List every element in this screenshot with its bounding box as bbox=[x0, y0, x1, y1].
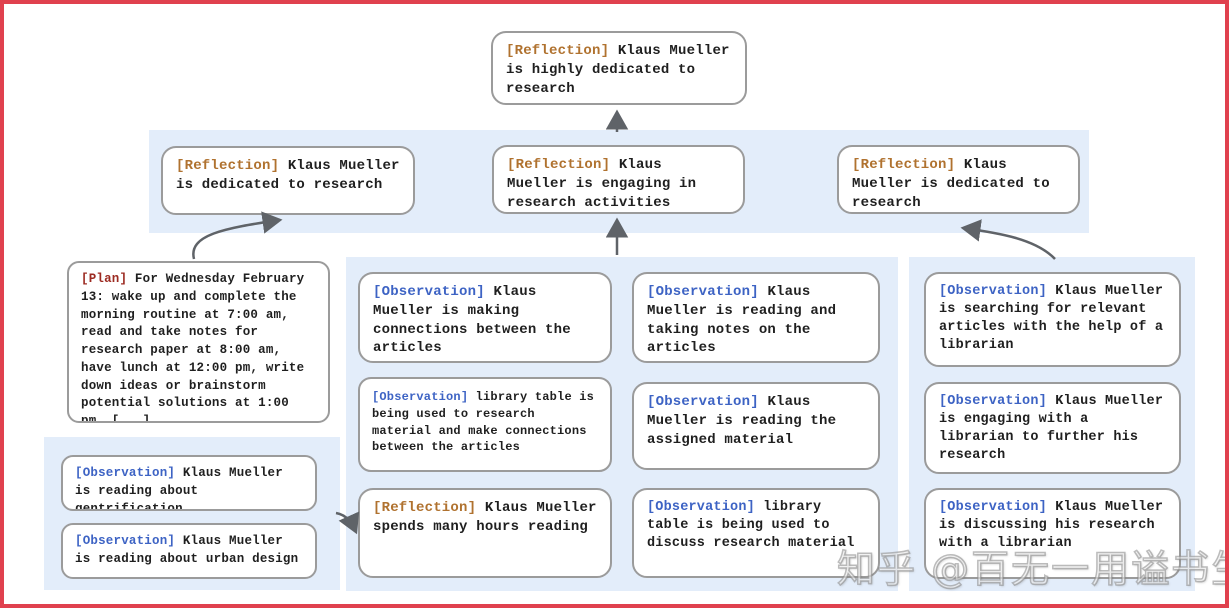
node-text: Klaus Mueller spends many hours reading bbox=[373, 500, 597, 535]
node-plan: [Plan] For Wednesday February 13: wake u… bbox=[67, 261, 330, 423]
node-obs-searching-articles: [Observation] Klaus Mueller is searching… bbox=[924, 272, 1181, 367]
node-text: Klaus Mueller is engaging with a librari… bbox=[939, 394, 1164, 464]
node-text: Klaus Mueller is making connections betw… bbox=[373, 284, 571, 357]
node-text: Klaus Mueller is engaging in research ac… bbox=[507, 157, 697, 211]
node-text: For Wednesday February 13: wake up and c… bbox=[81, 272, 305, 423]
node-obs-discussing-librarian: [Observation] Klaus Mueller is discussin… bbox=[924, 488, 1181, 579]
plan-tag: [Plan] bbox=[81, 272, 128, 286]
node-text: Klaus Mueller is highly dedicated to res… bbox=[506, 43, 730, 97]
node-obs-assigned-material: [Observation] Klaus Mueller is reading t… bbox=[632, 382, 880, 470]
observation-tag: [Observation] bbox=[647, 394, 759, 410]
node-reflection-engaging: [Reflection] Klaus Mueller is engaging i… bbox=[492, 145, 745, 214]
node-obs-library-discuss: [Observation] library table is being use… bbox=[632, 488, 880, 578]
node-obs-gentrification: [Observation] Klaus Mueller is reading a… bbox=[61, 455, 317, 511]
node-text: Klaus Mueller is searching for relevant … bbox=[939, 284, 1164, 354]
node-text: Klaus Mueller is reading about gentrific… bbox=[75, 466, 283, 511]
node-reflection-dedicated-right: [Reflection] Klaus Mueller is dedicated … bbox=[837, 145, 1080, 214]
node-text: Klaus Mueller is reading and taking note… bbox=[647, 284, 837, 357]
node-text: Klaus Mueller is reading the assigned ma… bbox=[647, 394, 837, 448]
node-text: Klaus Mueller is reading about urban des… bbox=[75, 534, 299, 566]
observation-tag: [Observation] bbox=[75, 466, 176, 480]
node-text: Klaus Mueller is dedicated to research bbox=[852, 157, 1050, 211]
node-obs-engaging-librarian: [Observation] Klaus Mueller is engaging … bbox=[924, 382, 1181, 474]
watermark: 知乎 @百无一用谥书生 bbox=[836, 546, 1229, 592]
node-text: Klaus Mueller is discussing his research… bbox=[939, 500, 1164, 552]
node-reflection-spends-hours: [Reflection] Klaus Mueller spends many h… bbox=[358, 488, 612, 578]
observation-tag: [Observation] bbox=[939, 500, 1047, 515]
node-reflection-top: [Reflection] Klaus Mueller is highly ded… bbox=[491, 31, 747, 105]
reflection-tag: [Reflection] bbox=[507, 157, 611, 173]
node-obs-connections: [Observation] Klaus Mueller is making co… bbox=[358, 272, 612, 363]
reflection-tag: [Reflection] bbox=[176, 158, 280, 174]
observation-tag: [Observation] bbox=[372, 390, 469, 404]
node-obs-taking-notes: [Observation] Klaus Mueller is reading a… bbox=[632, 272, 880, 363]
observation-tag: [Observation] bbox=[939, 284, 1047, 299]
node-obs-urban-design: [Observation] Klaus Mueller is reading a… bbox=[61, 523, 317, 579]
node-reflection-dedicated-left: [Reflection] Klaus Mueller is dedicated … bbox=[161, 146, 415, 215]
observation-tag: [Observation] bbox=[939, 394, 1047, 409]
observation-tag: [Observation] bbox=[373, 284, 485, 300]
reflection-tag: [Reflection] bbox=[506, 43, 610, 59]
observation-tag: [Observation] bbox=[75, 534, 176, 548]
observation-tag: [Observation] bbox=[647, 284, 759, 300]
observation-tag: [Observation] bbox=[647, 500, 755, 515]
node-text: Klaus Mueller is dedicated to research bbox=[176, 158, 400, 193]
node-text: library table is being used to research … bbox=[372, 390, 595, 455]
node-obs-library-research: [Observation] library table is being use… bbox=[358, 377, 612, 472]
reflection-tag: [Reflection] bbox=[852, 157, 956, 173]
node-text: library table is being used to discuss r… bbox=[647, 500, 855, 552]
reflection-tag: [Reflection] bbox=[373, 500, 477, 516]
